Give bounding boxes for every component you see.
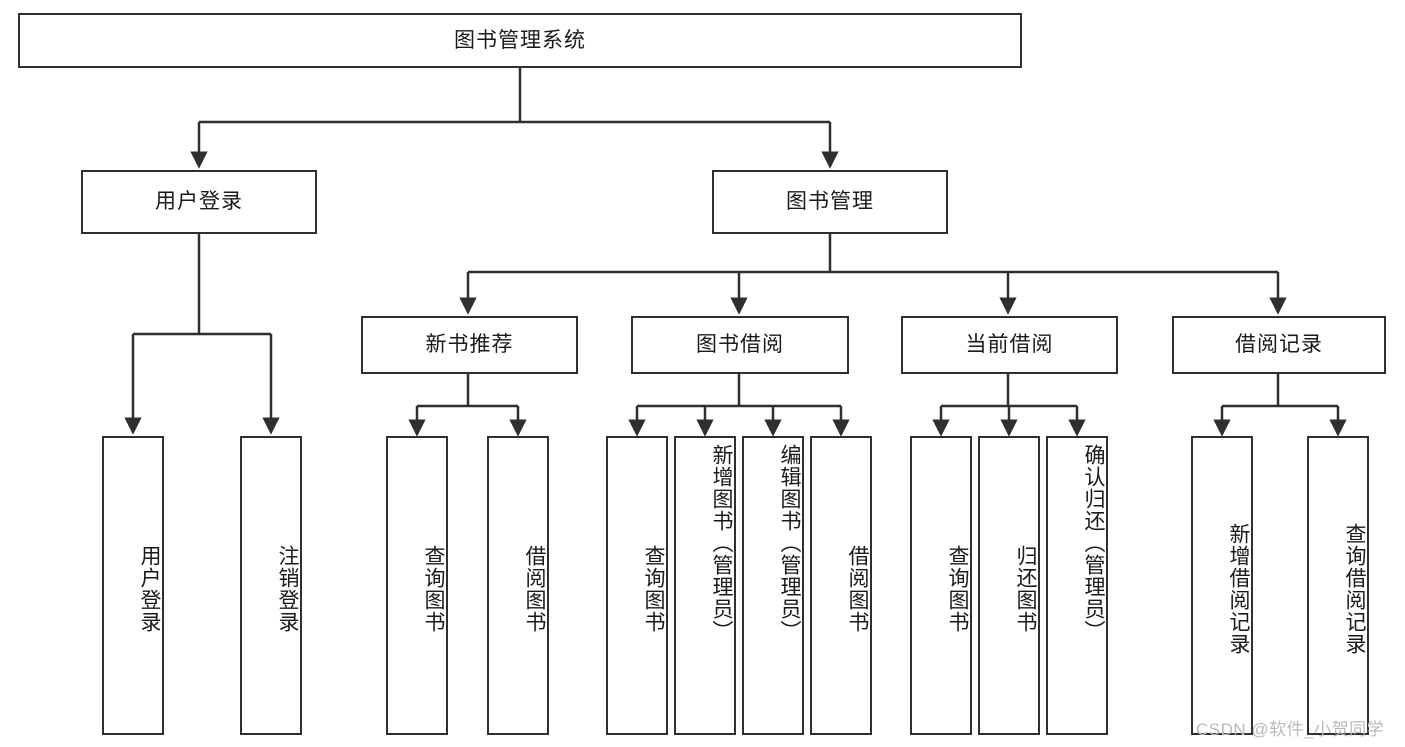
node-label: 用户登录	[138, 544, 161, 633]
node-label: 借阅图书	[523, 544, 546, 633]
node-label: 编辑图书（管理员）	[778, 444, 801, 642]
node-current-borrow[interactable]: 当前借阅	[901, 316, 1118, 374]
node-borrow-record[interactable]: 借阅记录	[1172, 316, 1386, 374]
node-new-book-recommend[interactable]: 新书推荐	[361, 316, 578, 374]
leaf-new-book-borrow-book[interactable]: 借阅图书	[487, 436, 549, 735]
node-label: 借阅图书	[846, 544, 869, 633]
leaf-borrow-record-add-record[interactable]: 新增借阅记录	[1191, 436, 1253, 735]
leaf-current-borrow-confirm-return-admin[interactable]: 确认归还（管理员）	[1046, 436, 1108, 735]
leaf-borrow-record-query-record[interactable]: 查询借阅记录	[1307, 436, 1369, 735]
node-label: 当前借阅	[965, 333, 1054, 357]
node-root-book-management-system[interactable]: 图书管理系统	[18, 13, 1022, 68]
node-label: 借阅记录	[1235, 333, 1323, 357]
leaf-user-login-login[interactable]: 用户登录	[102, 436, 164, 735]
node-label: 查询借阅记录	[1343, 522, 1366, 655]
node-label: 查询图书	[946, 544, 969, 633]
node-label: 图书管理	[786, 190, 874, 214]
node-label: 图书管理系统	[454, 28, 586, 52]
node-label: 确认归还（管理员）	[1082, 444, 1105, 642]
node-label: 查询图书	[422, 544, 445, 633]
leaf-current-borrow-return-book[interactable]: 归还图书	[978, 436, 1040, 735]
leaf-book-borrow-add-book-admin[interactable]: 新增图书（管理员）	[674, 436, 736, 735]
node-label: 归还图书	[1014, 544, 1037, 633]
leaf-current-borrow-query-book[interactable]: 查询图书	[910, 436, 972, 735]
node-label: 查询图书	[642, 544, 665, 633]
node-label: 新增图书（管理员）	[710, 444, 733, 642]
node-label: 图书借阅	[696, 333, 784, 357]
node-book-management[interactable]: 图书管理	[712, 170, 948, 234]
node-label: 注销登录	[276, 544, 299, 633]
leaf-new-book-query-book[interactable]: 查询图书	[386, 436, 448, 735]
node-label: 新增借阅记录	[1227, 522, 1250, 655]
leaf-book-borrow-edit-book-admin[interactable]: 编辑图书（管理员）	[742, 436, 804, 735]
leaf-book-borrow-query-book[interactable]: 查询图书	[606, 436, 668, 735]
node-label: 用户登录	[155, 190, 243, 214]
node-book-borrow[interactable]: 图书借阅	[631, 316, 849, 374]
leaf-book-borrow-borrow-book[interactable]: 借阅图书	[810, 436, 872, 735]
node-label: 新书推荐	[425, 333, 514, 357]
node-user-login[interactable]: 用户登录	[81, 170, 317, 234]
leaf-user-login-logout[interactable]: 注销登录	[240, 436, 302, 735]
